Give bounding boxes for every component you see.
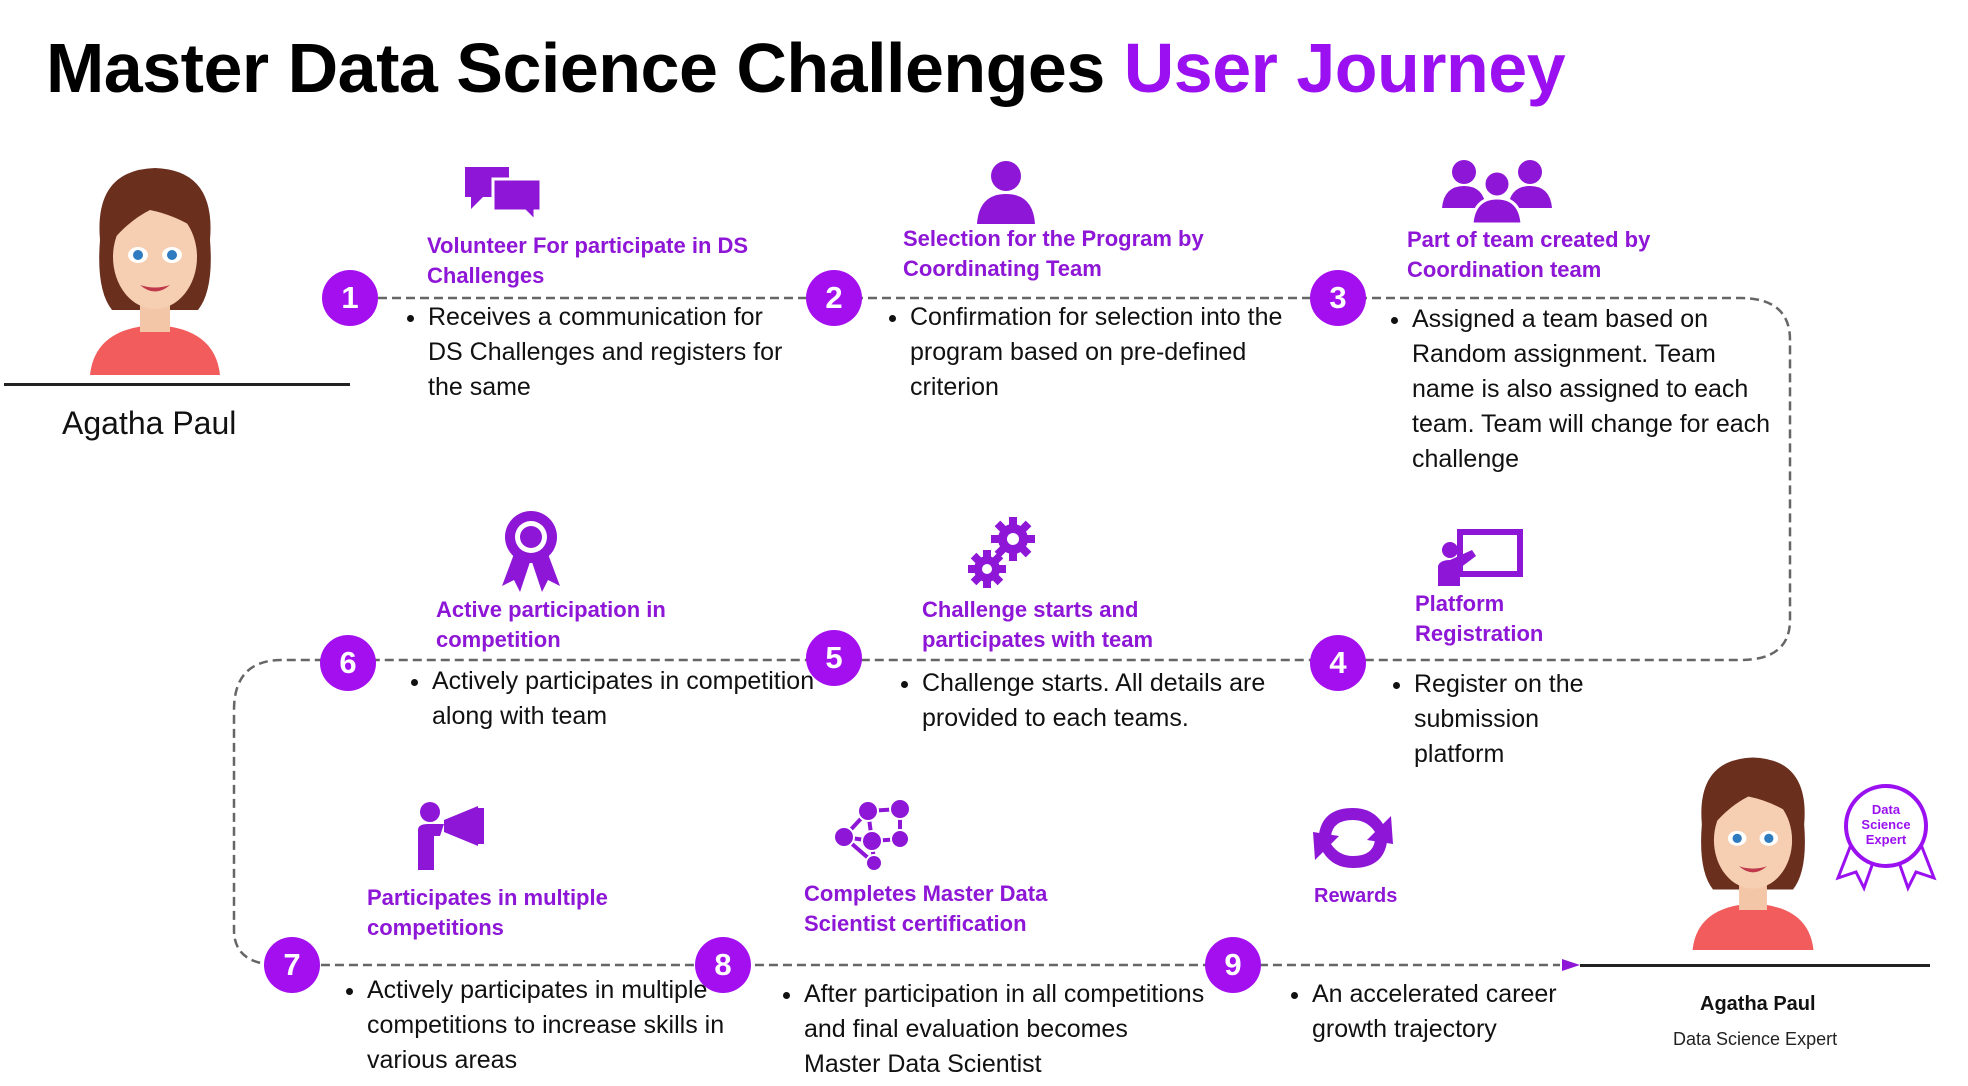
persona-avatar-icon bbox=[90, 168, 220, 375]
step-3-title: Part of team created by Coordination tea… bbox=[1407, 227, 1651, 282]
step-5-title: Challenge starts and participates with t… bbox=[922, 597, 1154, 652]
step-1-bullet: Receives a communication for DS Challeng… bbox=[428, 300, 794, 405]
step-7-description: Actively participates in multiple compet… bbox=[333, 973, 753, 1078]
step-8-bullet: After participation in all competitions … bbox=[804, 977, 1210, 1082]
step-4-description: Register on the submission platform bbox=[1380, 667, 1600, 772]
persona-divider bbox=[4, 383, 350, 386]
step-9-circle: 9 bbox=[1205, 937, 1261, 993]
step-3-description: Assigned a team based on Random assignme… bbox=[1378, 302, 1778, 477]
network-icon bbox=[833, 798, 911, 871]
expert-badge-label: Data Science Expert bbox=[1861, 802, 1911, 847]
step-2-circle: 2 bbox=[806, 270, 862, 326]
title-main: Master Data Science Challenges bbox=[46, 29, 1105, 107]
title-accent: User Journey bbox=[1123, 29, 1566, 107]
step-1-circle: 1 bbox=[322, 270, 378, 326]
step-6-circle: 6 bbox=[320, 635, 376, 691]
step-9-title: Rewards bbox=[1314, 885, 1398, 907]
step-8-title: Completes Master Data Scientist certific… bbox=[804, 881, 1048, 936]
award-ribbon-icon bbox=[502, 511, 560, 592]
step-4-bullet: Register on the submission platform bbox=[1414, 667, 1600, 772]
persona-end-divider bbox=[1580, 964, 1930, 967]
persona-end-role: Data Science Expert bbox=[1673, 1029, 1838, 1049]
person-icon bbox=[977, 161, 1035, 224]
step-7-circle: 7 bbox=[264, 937, 320, 993]
step-3-bullet: Assigned a team based on Random assignme… bbox=[1412, 302, 1778, 477]
step-6-bullet: Actively participates in competition alo… bbox=[432, 664, 818, 734]
presentation-board-icon bbox=[1438, 529, 1523, 586]
gears-icon bbox=[968, 517, 1035, 588]
persona-start-name: Agatha Paul bbox=[62, 405, 237, 441]
step-7-title: Participates in multiple competitions bbox=[367, 885, 608, 940]
persona-expert-avatar-icon bbox=[1692, 757, 1814, 950]
step-4-title: Platform Registration bbox=[1415, 591, 1544, 646]
step-9-description: An accelerated career growth trajectory bbox=[1278, 977, 1578, 1047]
step-5-description: Challenge starts. All details are provid… bbox=[888, 666, 1308, 736]
step-3-circle: 3 bbox=[1310, 270, 1366, 326]
expert-badge-icon bbox=[1835, 784, 1937, 892]
step-5-bullet: Challenge starts. All details are provid… bbox=[922, 666, 1308, 736]
step-2-bullet: Confirmation for selection into the prog… bbox=[910, 300, 1296, 405]
persona-end-name: Agatha Paul bbox=[1700, 993, 1816, 1015]
step-1-description: Receives a communication for DS Challeng… bbox=[394, 300, 794, 405]
chat-bubbles-icon bbox=[465, 167, 543, 223]
step-9-bullet: An accelerated career growth trajectory bbox=[1312, 977, 1578, 1047]
step-5-circle: 5 bbox=[806, 630, 862, 686]
step-6-title: Active participation in competition bbox=[436, 597, 666, 652]
path-row1 bbox=[232, 296, 1792, 967]
page-title: Master Data Science Challenges User Jour… bbox=[46, 28, 1566, 108]
step-2-title: Selection for the Program by Coordinatin… bbox=[903, 226, 1204, 281]
step-2-description: Confirmation for selection into the prog… bbox=[876, 300, 1296, 405]
step-7-bullet: Actively participates in multiple compet… bbox=[367, 973, 753, 1078]
step-4-circle: 4 bbox=[1310, 635, 1366, 691]
step-1-title: Volunteer For participate in DS Challeng… bbox=[427, 233, 749, 288]
group-icon bbox=[1442, 160, 1552, 224]
refresh-arrows-icon bbox=[1313, 808, 1393, 868]
path-arrowhead bbox=[1562, 959, 1580, 971]
megaphone-person-icon bbox=[418, 802, 484, 870]
step-8-circle: 8 bbox=[695, 937, 751, 993]
step-8-description: After participation in all competitions … bbox=[770, 977, 1210, 1082]
step-6-description: Actively participates in competition alo… bbox=[398, 664, 818, 734]
